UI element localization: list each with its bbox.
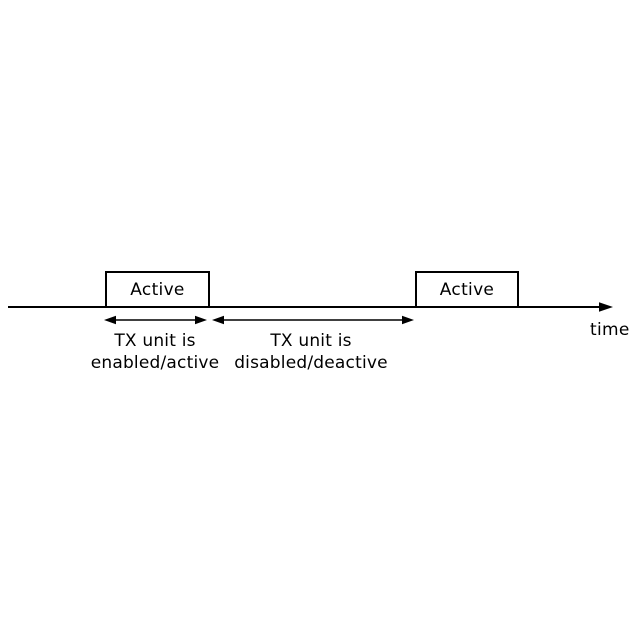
enabled-span-annotation: TX unit is enabled/active	[65, 330, 245, 374]
enabled-span-annotation-line1: TX unit is	[114, 331, 196, 351]
active-pulse-box-2: Active	[415, 271, 519, 308]
disabled-span-annotation-line1: TX unit is	[270, 331, 352, 351]
time-axis-label: time	[590, 320, 630, 340]
active-pulse-label-1: Active	[130, 279, 185, 300]
disabled-span-left-arrowhead	[212, 315, 224, 325]
enabled-span-right-arrowhead	[195, 315, 207, 325]
enabled-span-left-arrowhead	[104, 315, 116, 325]
disabled-span-annotation-line2: disabled/deactive	[234, 353, 388, 373]
enabled-span-annotation-line2: enabled/active	[90, 353, 220, 373]
time-axis-arrowhead	[599, 302, 613, 312]
disabled-span-annotation: TX unit is disabled/deactive	[211, 330, 411, 374]
disabled-span-right-arrowhead	[402, 315, 414, 325]
active-pulse-box-1: Active	[105, 271, 210, 308]
active-pulse-label-2: Active	[439, 279, 495, 300]
